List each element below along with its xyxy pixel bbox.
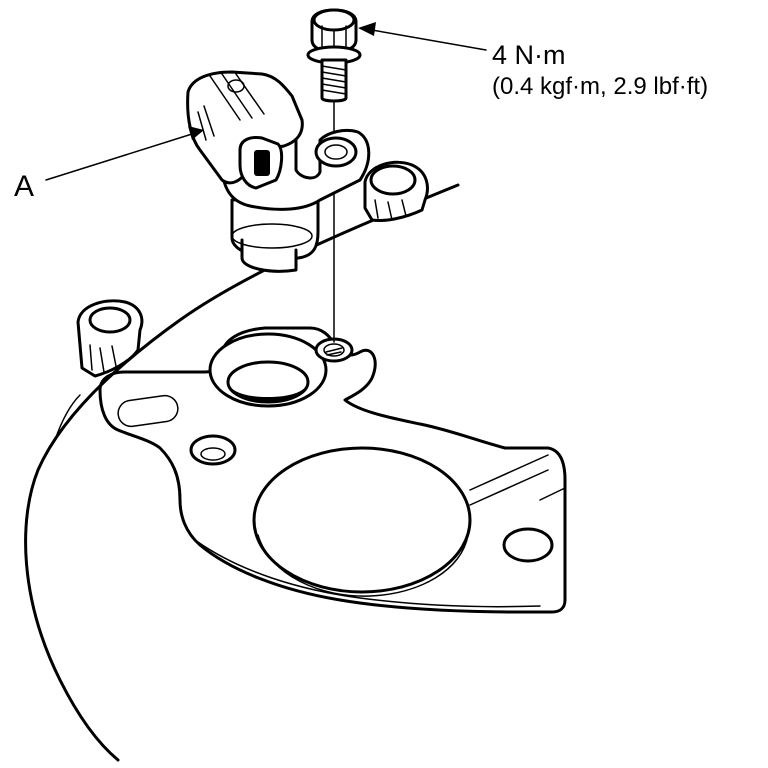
bolt-hole bbox=[314, 337, 354, 363]
torque-leader bbox=[358, 22, 487, 51]
plate-hole-right bbox=[502, 527, 554, 563]
sensor-part-a bbox=[186, 70, 371, 273]
bolt bbox=[306, 8, 362, 103]
large-bore bbox=[252, 446, 472, 597]
part-a-label: A bbox=[14, 170, 35, 203]
right-mounting-boss bbox=[363, 160, 429, 222]
plate-hole-left bbox=[189, 434, 237, 466]
part-a-leader bbox=[45, 126, 204, 181]
torque-alternate-units-label: (0.4 kgf·m, 2.9 lbf·ft) bbox=[492, 73, 709, 100]
torque-value-label: 4 N·m bbox=[492, 40, 566, 70]
sensor-bore bbox=[208, 332, 328, 408]
mounting-plate bbox=[98, 326, 567, 614]
left-mounting-boss bbox=[76, 299, 144, 378]
